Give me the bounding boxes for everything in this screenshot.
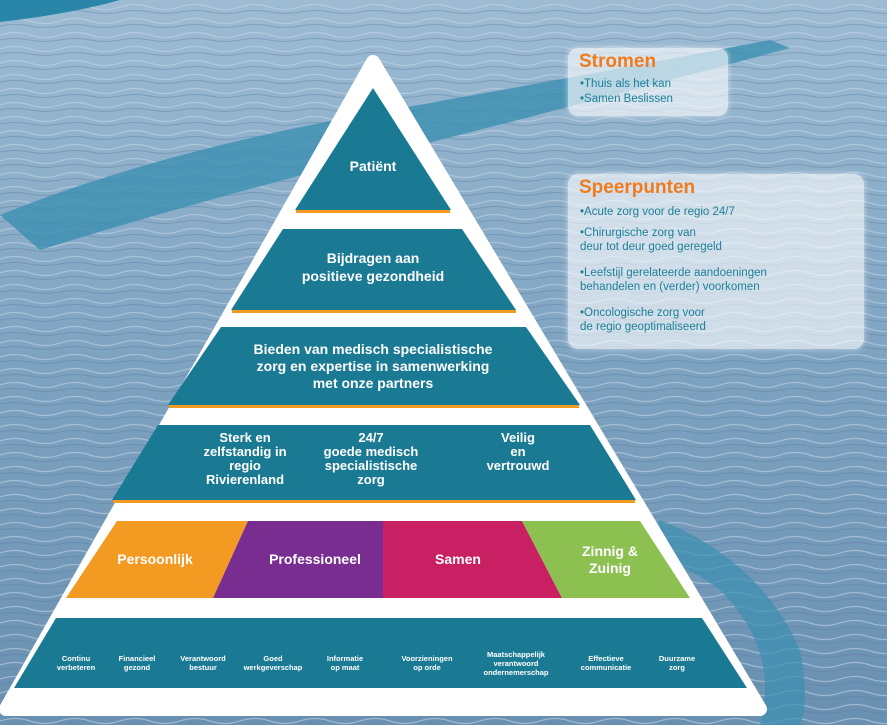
speerpunten-title: Speerpunten <box>579 177 696 198</box>
fundament-item-8: Effectieve communicatie <box>580 654 632 672</box>
speerpunten-item-4: •Oncologische zorg voor de regio geoptim… <box>580 307 706 333</box>
fundament-item-3: Verantwoord bestuur <box>180 654 226 672</box>
visie-text: Bijdragen aan positieve gezondheid <box>301 250 445 284</box>
fundament-item-5: Informatie op maat <box>326 654 364 672</box>
fundament-item-9: Duurzame zorg <box>658 654 696 672</box>
speerpunten-box <box>568 174 864 349</box>
waarden-item-samen: Samen <box>435 551 481 567</box>
missie-band <box>168 327 580 405</box>
fundament-band <box>14 618 747 688</box>
waarden-item-persoonlijk: Persoonlijk <box>117 551 193 567</box>
stromen-item-1: •Thuis als het kan <box>580 78 671 90</box>
apex-label: Patiënt <box>349 158 397 174</box>
stromen-title: Stromen <box>579 51 657 72</box>
waarden-zinnig <box>522 521 690 598</box>
visie-band <box>231 229 516 310</box>
pyramid-apex <box>295 88 451 210</box>
kenmerkend-item-3: Veilig en vertrouwd <box>486 430 550 473</box>
kenmerkend-item-2: 24/7 goede medisch specialistische zorg <box>323 430 419 487</box>
fundament-item-1: Continu verbeteren <box>56 654 96 672</box>
fundament-item-4: Goed werkgeverschap <box>243 654 303 672</box>
visie-orange-line <box>232 310 516 313</box>
apex-orange-line <box>296 210 450 213</box>
waarden-item-professioneel: Professioneel <box>269 551 361 567</box>
waarden-label: Waarden <box>345 504 401 519</box>
stromen-item-2: •Samen Beslissen <box>580 93 673 105</box>
speerpunten-item-1: •Acute zorg voor de regio 24/7 <box>580 206 735 218</box>
kenmerkend-band <box>112 425 636 500</box>
fundament-item-6: Voorzieningen op orde <box>401 654 453 672</box>
swoosh-top <box>0 0 120 22</box>
stromen-box <box>568 48 728 116</box>
missie-label: Missie <box>353 312 393 327</box>
kenmerkend-label: Kenmerkend <box>333 407 413 422</box>
speerpunten-item-2: •Chirurgische zorg van deur tot deur goe… <box>580 227 722 253</box>
fundament-label: Fundament <box>337 600 409 615</box>
fundament-item-7: Maatschappelijk verantwoord ondernemersc… <box>483 650 549 677</box>
kenmerkend-item-1: Sterk en zelfstandig in regio Rivierenla… <box>203 430 287 487</box>
waarden-item-zinnig: Zinnig & Zuinig <box>582 543 638 576</box>
visie-label: Visie <box>357 213 389 228</box>
speerpunten-item-3: •Leefstijl gerelateerde aandoeningen beh… <box>580 267 767 293</box>
missie-orange-line <box>169 405 579 408</box>
waarden-persoonlijk <box>66 521 248 598</box>
waarden-professioneel <box>213 521 383 598</box>
waarden-samen <box>383 521 562 598</box>
kenmerkend-orange-line <box>113 500 635 503</box>
fundament-item-2: Financieel gezond <box>118 654 156 672</box>
missie-text: Bieden van medisch specialistische zorg … <box>253 341 493 391</box>
